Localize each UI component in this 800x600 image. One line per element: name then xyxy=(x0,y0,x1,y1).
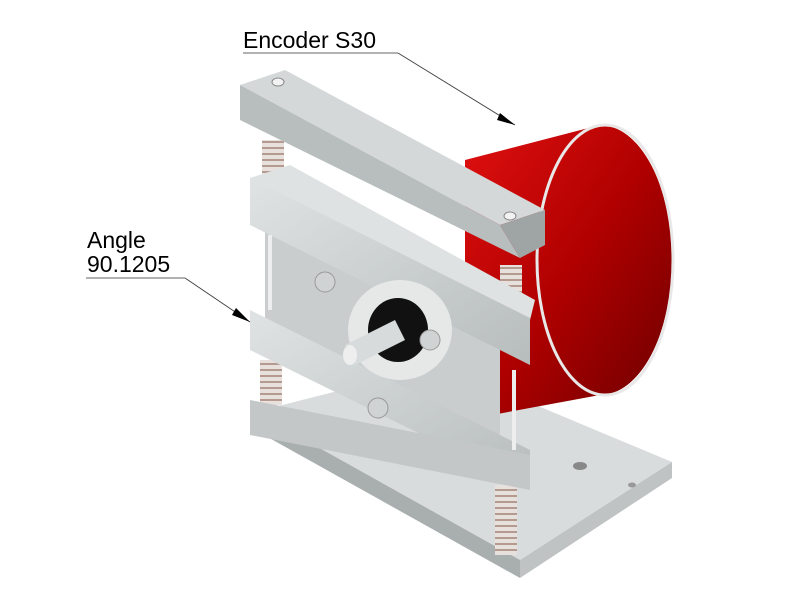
screw-icon xyxy=(367,397,389,419)
shaft xyxy=(345,320,405,365)
screw-icon xyxy=(314,271,336,293)
arrowhead-icon xyxy=(497,113,515,125)
arrowhead-icon xyxy=(232,308,250,322)
angle-label: Angle xyxy=(87,227,146,253)
encoder-label: Encoder S30 xyxy=(243,27,376,53)
top-bar xyxy=(240,70,545,258)
mount-hole-icon xyxy=(573,462,587,470)
bottom-bar xyxy=(250,400,530,490)
encoder-leader xyxy=(243,52,516,126)
angle-leader xyxy=(86,277,251,323)
screw-icon xyxy=(419,329,441,351)
angle-value: 90.1205 xyxy=(87,251,171,277)
spring xyxy=(495,485,517,555)
spring xyxy=(260,360,282,405)
